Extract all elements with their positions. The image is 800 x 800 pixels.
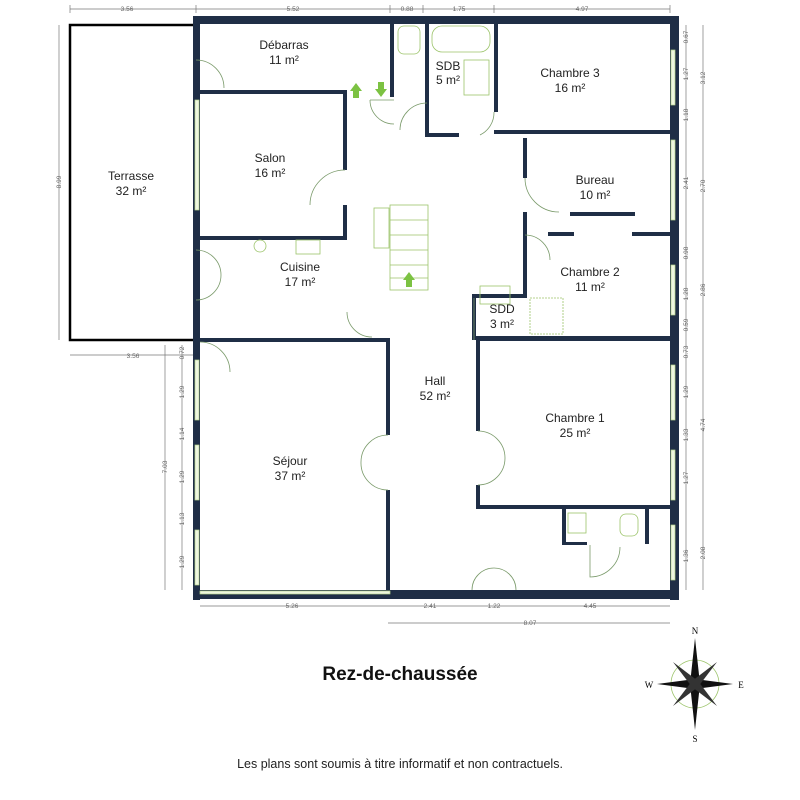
svg-text:1.28: 1.28 [683,287,690,300]
stairs-icon [389,204,429,291]
svg-text:S: S [692,734,697,744]
svg-text:1.18: 1.18 [683,108,690,121]
svg-text:2.70: 2.70 [700,179,707,192]
wc-sink-icon [567,512,587,534]
svg-text:16 m²: 16 m² [255,166,286,180]
svg-text:1.27: 1.27 [683,67,690,80]
svg-text:3.56: 3.56 [127,353,140,360]
dimension-lines [58,5,704,624]
svg-text:W: W [645,680,654,690]
arrow-icons [350,82,415,287]
doors [195,59,621,591]
floor-title: Rez-de-chaussée [322,664,478,685]
svg-text:4.97: 4.97 [576,6,589,13]
stove-icon [295,239,321,255]
svg-text:1.14: 1.14 [179,427,186,440]
walls [193,16,679,600]
svg-text:1.36: 1.36 [683,549,690,562]
svg-text:E: E [738,680,744,690]
svg-text:32 m²: 32 m² [116,184,147,198]
bathtub-icon [431,25,491,53]
svg-text:Séjour: Séjour [273,454,308,468]
svg-text:11 m²: 11 m² [575,280,605,294]
compass-rose-icon: N S E W [645,626,745,744]
svg-text:8.07: 8.07 [524,620,537,627]
svg-text:Débarras: Débarras [259,38,308,52]
svg-text:SDD: SDD [489,302,515,316]
svg-text:0.88: 0.88 [401,6,414,13]
svg-text:3 m²: 3 m² [490,317,514,331]
svg-text:1.33: 1.33 [683,428,690,441]
svg-text:Terrasse: Terrasse [108,169,154,183]
appliance-icon [253,239,267,253]
disclaimer: Les plans sont soumis à titre informatif… [237,757,563,771]
toilet-icon [397,25,421,55]
sink-icon [463,59,490,96]
svg-text:52 m²: 52 m² [420,389,451,403]
svg-text:0.98: 0.98 [683,246,690,259]
windows [194,49,676,595]
svg-text:25 m²: 25 m² [560,426,591,440]
svg-text:Salon: Salon [255,151,286,165]
svg-text:8.99: 8.99 [56,175,63,188]
svg-text:1.29: 1.29 [179,555,186,568]
svg-text:Bureau: Bureau [576,173,615,187]
shower-icon [529,297,564,335]
dimension-labels: 3.56 5.52 0.88 1.75 4.97 8.99 3.56 0.67 … [56,6,707,627]
sdd-sink-icon [479,285,511,305]
svg-text:0.72: 0.72 [179,346,186,359]
fixtures [253,25,639,537]
svg-text:5.52: 5.52 [287,6,300,13]
svg-text:Chambre 3: Chambre 3 [540,66,600,80]
svg-text:1.29: 1.29 [179,385,186,398]
svg-text:16 m²: 16 m² [555,81,586,95]
svg-text:Chambre 1: Chambre 1 [545,411,605,425]
svg-text:37 m²: 37 m² [275,469,306,483]
svg-text:2.86: 2.86 [700,283,707,296]
svg-text:5.26: 5.26 [286,603,299,610]
svg-text:0.59: 0.59 [683,318,690,331]
svg-text:1.29: 1.29 [179,470,186,483]
svg-text:0.67: 0.67 [683,30,690,43]
svg-text:11 m²: 11 m² [269,53,299,67]
svg-text:17 m²: 17 m² [285,275,316,289]
svg-text:1.29: 1.29 [683,385,690,398]
svg-text:0.73: 0.73 [683,345,690,358]
svg-text:4.74: 4.74 [700,418,707,431]
wc-toilet-icon [619,513,639,537]
svg-text:1.27: 1.27 [683,471,690,484]
svg-text:3.12: 3.12 [700,71,707,84]
svg-text:Hall: Hall [425,374,446,388]
svg-text:1.22: 1.22 [488,603,501,610]
svg-text:Chambre 2: Chambre 2 [560,265,620,279]
svg-text:2.41: 2.41 [424,603,437,610]
svg-text:Cuisine: Cuisine [280,260,320,274]
svg-text:1.75: 1.75 [453,6,466,13]
kitchen-sink-icon [373,207,390,249]
svg-text:2.08: 2.08 [700,546,707,559]
svg-text:1.13: 1.13 [179,512,186,525]
svg-text:10 m²: 10 m² [580,188,611,202]
svg-text:7.03: 7.03 [162,460,169,473]
svg-text:5 m²: 5 m² [436,73,460,87]
svg-text:N: N [692,626,699,636]
svg-text:SDB: SDB [436,59,461,73]
svg-text:2.41: 2.41 [683,176,690,189]
svg-text:3.56: 3.56 [121,6,134,13]
svg-text:4.45: 4.45 [584,603,597,610]
